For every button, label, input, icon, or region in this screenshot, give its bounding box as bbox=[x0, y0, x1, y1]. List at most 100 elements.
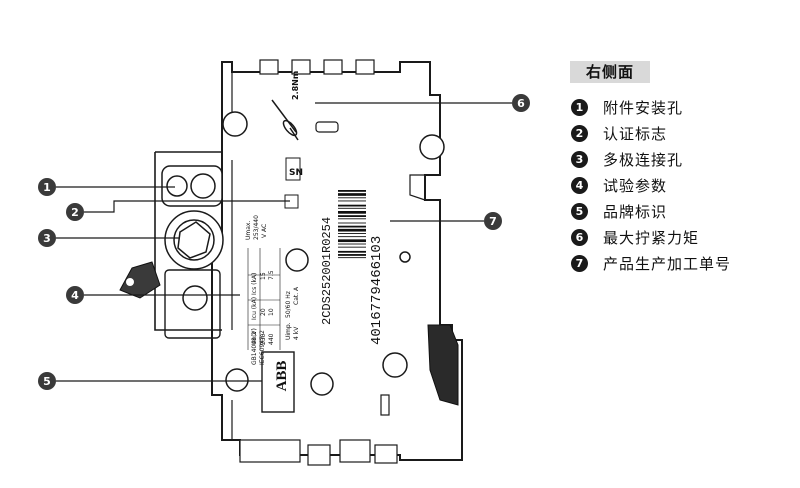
barcode-bar bbox=[338, 250, 366, 253]
legend-item: 4 试验参数 bbox=[571, 172, 731, 198]
legend-item: 7 产品生产加工单号 bbox=[571, 250, 731, 276]
lower-slot bbox=[164, 269, 221, 339]
lower-slot-hole bbox=[182, 285, 208, 311]
housing-holes bbox=[222, 111, 445, 396]
legend-label: 附件安装孔 bbox=[603, 98, 684, 117]
vac-label: V AC bbox=[261, 224, 268, 238]
icu-label: Icu (kA) bbox=[251, 297, 258, 320]
svg-text:6: 6 bbox=[517, 97, 525, 110]
svg-text:5: 5 bbox=[43, 375, 51, 388]
cert-mark-box bbox=[285, 157, 301, 181]
legend-number-badge: 5 bbox=[571, 202, 588, 220]
svg-text:2: 2 bbox=[71, 206, 79, 219]
svg-text:3: 3 bbox=[43, 232, 51, 245]
barcode-bar bbox=[338, 225, 366, 228]
ue-value-b: 440 bbox=[268, 333, 275, 345]
legend-number-badge: 6 bbox=[571, 228, 588, 246]
callout-3: 3 bbox=[38, 229, 56, 247]
lever-pin bbox=[126, 278, 134, 286]
legend-item: 3 多极连接孔 bbox=[571, 146, 731, 172]
legend-item: 6 最大拧紧力矩 bbox=[571, 224, 731, 250]
barcode-bar bbox=[338, 190, 366, 192]
bottom-terminal-teeth bbox=[239, 439, 398, 466]
legend-number-badge: 1 bbox=[571, 98, 588, 116]
left-terminal-block bbox=[154, 151, 222, 331]
leader-lines bbox=[56, 102, 512, 382]
breaker-diagram: 2.8Nm SN Umax. 253/440 V AC Ics (kA) 15 … bbox=[38, 59, 530, 466]
legend-label: 多极连接孔 bbox=[603, 150, 684, 169]
top-terminal-teeth bbox=[259, 59, 375, 75]
rating-text-group: Umax. 253/440 V AC Ics (kA) 15 7.5 Icu (… bbox=[245, 215, 300, 365]
freq-label: 50/60 Hz bbox=[285, 291, 292, 318]
ue-value-a: 230 bbox=[260, 333, 267, 345]
standard-label: GB14048.2 bbox=[251, 331, 258, 365]
legend-number-badge: 7 bbox=[571, 254, 588, 272]
legend-label: 品牌标识 bbox=[603, 202, 668, 221]
callout-1: 1 bbox=[38, 178, 56, 196]
brand-logo-box bbox=[261, 351, 295, 413]
barcode-bar bbox=[338, 222, 366, 224]
barcode-bar bbox=[338, 193, 366, 196]
svg-text:7: 7 bbox=[489, 215, 497, 228]
rating-table-lines bbox=[247, 248, 281, 350]
barcode-bar bbox=[338, 197, 366, 199]
barcode-bar bbox=[338, 257, 366, 259]
torque-label: 2.8Nm bbox=[291, 71, 300, 100]
barcode-text-top: 2CDS252001R0254 bbox=[320, 217, 334, 325]
breaker-housing-outline bbox=[211, 61, 463, 461]
callout-5: 5 bbox=[38, 372, 56, 390]
uimp-label: Uimp. bbox=[285, 322, 292, 340]
icu-value-b: 10 bbox=[268, 308, 275, 316]
ics-value-a: 15 bbox=[260, 272, 267, 280]
lever[interactable] bbox=[119, 261, 161, 299]
multipole-connection-hole bbox=[164, 210, 224, 270]
screwdriver-icon bbox=[271, 99, 299, 141]
barcode-bar bbox=[338, 228, 366, 232]
legend-number-badge: 4 bbox=[571, 176, 588, 194]
barcode-bar bbox=[338, 236, 366, 238]
barcode-bar bbox=[338, 233, 366, 234]
legend-label: 认证标志 bbox=[603, 124, 668, 143]
din-rail-clip[interactable] bbox=[427, 324, 459, 406]
legend-number-badge: 3 bbox=[571, 150, 588, 168]
legend-number-badge: 2 bbox=[571, 124, 588, 142]
legend-label: 产品生产加工单号 bbox=[603, 254, 732, 273]
barcode bbox=[338, 190, 366, 259]
callout-4: 4 bbox=[66, 286, 84, 304]
callout-2: 2 bbox=[66, 203, 84, 221]
legend-title: 右侧面 bbox=[570, 61, 650, 83]
barcode-bar bbox=[338, 200, 366, 202]
umax-label: Umax. bbox=[245, 221, 252, 240]
barcode-bar bbox=[338, 204, 366, 207]
legend-label: 试验参数 bbox=[603, 176, 668, 195]
cert-mark: SN bbox=[289, 168, 303, 178]
bottom-small-slot bbox=[380, 394, 390, 416]
barcode-bar bbox=[338, 243, 366, 245]
barcode-bar bbox=[338, 246, 366, 248]
brand-logo: ABB bbox=[274, 361, 290, 392]
legend-item: 2 认证标志 bbox=[571, 120, 731, 146]
legend-item: 5 品牌标识 bbox=[571, 198, 731, 224]
barcode-bar bbox=[338, 207, 366, 209]
svg-text:1: 1 bbox=[43, 181, 51, 194]
barcode-bar bbox=[338, 254, 366, 256]
svg-text:4: 4 bbox=[71, 289, 79, 302]
cat-label: Cat. A bbox=[293, 286, 300, 305]
small-slot bbox=[315, 121, 339, 133]
callout-6: 6 bbox=[512, 94, 530, 112]
icu-value-a: 20 bbox=[260, 308, 267, 316]
barcode-text-bottom: 4016779466103 bbox=[369, 236, 385, 345]
uimp-value: 4 kV bbox=[293, 326, 300, 340]
callout-7: 7 bbox=[484, 212, 502, 230]
umax-value: 253/440 bbox=[253, 215, 260, 240]
barcode-bar bbox=[338, 218, 366, 220]
standard2-label: IEC60947-2 bbox=[259, 330, 266, 365]
legend-label: 最大拧紧力矩 bbox=[603, 228, 700, 247]
legend-item: 1 附件安装孔 bbox=[571, 94, 731, 120]
barcode-bar bbox=[338, 215, 366, 217]
right-clip bbox=[409, 174, 426, 201]
barcode-bar bbox=[338, 239, 366, 243]
accessory-mounting-holes bbox=[161, 165, 223, 207]
ics-label: Ics (kA) bbox=[251, 273, 258, 295]
